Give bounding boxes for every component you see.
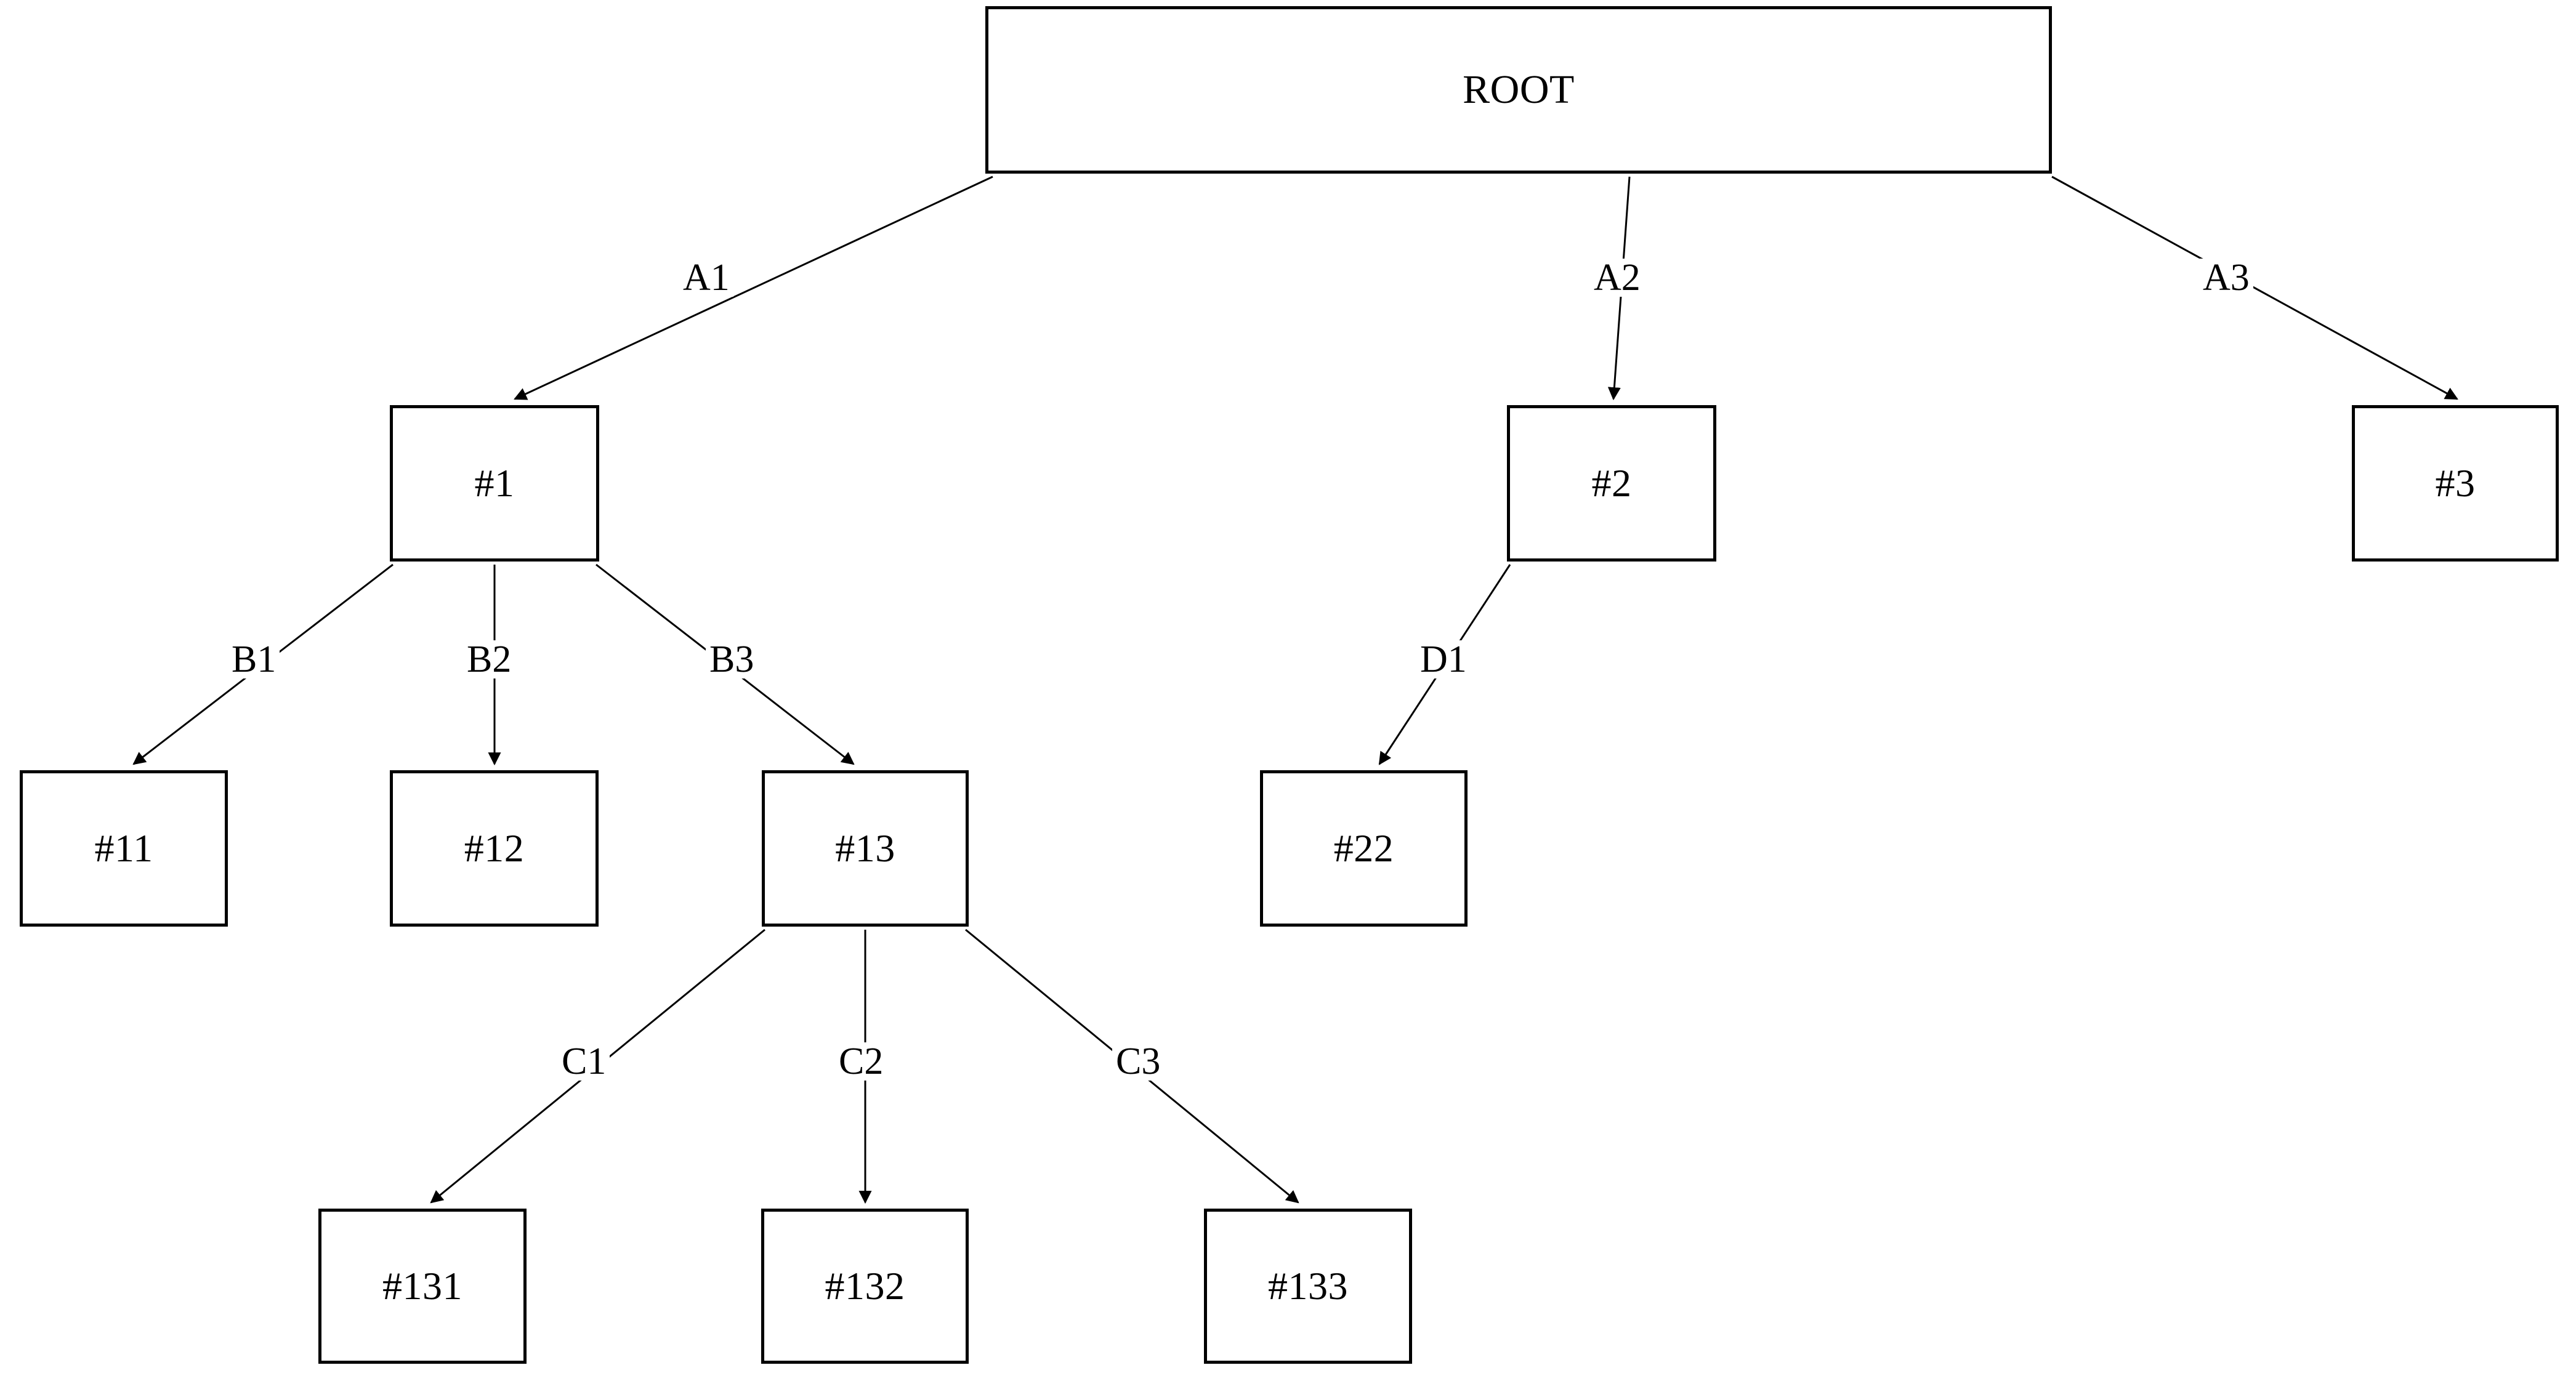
node-label: #11	[94, 826, 153, 870]
edge-label-a2: A2	[1590, 259, 1644, 297]
edge-label-d1: D1	[1416, 640, 1471, 678]
edge-lines	[132, 175, 2458, 1204]
edge-e-a3	[2051, 175, 2458, 400]
node-n13[interactable]: #13	[762, 770, 969, 927]
edge-label-c3: C3	[1112, 1042, 1165, 1081]
node-n11[interactable]: #11	[20, 770, 228, 927]
node-n12[interactable]: #12	[390, 770, 599, 927]
node-label: #12	[464, 826, 525, 870]
node-root[interactable]: ROOT	[985, 6, 2052, 174]
node-label: #133	[1268, 1264, 1348, 1308]
edge-label-b2: B2	[463, 640, 515, 678]
node-label: #3	[2435, 461, 2476, 505]
node-label: #22	[1333, 826, 1394, 870]
node-n131[interactable]: #131	[318, 1209, 527, 1364]
node-n22[interactable]: #22	[1260, 770, 1468, 927]
node-label: ROOT	[1463, 67, 1575, 112]
node-label: #1	[474, 461, 515, 505]
edge-label-c2: C2	[835, 1042, 887, 1081]
node-label: #2	[1591, 461, 1632, 505]
node-n3[interactable]: #3	[2352, 405, 2559, 562]
edge-label-a3: A3	[2199, 259, 2253, 297]
node-label: #131	[382, 1264, 462, 1308]
edge-label-a1: A1	[679, 259, 733, 297]
edge-label-b1: B1	[228, 640, 280, 678]
edge-label-b3: B3	[706, 640, 758, 678]
edge-e-a1	[514, 175, 993, 400]
node-n133[interactable]: #133	[1204, 1209, 1412, 1364]
node-label: #132	[825, 1264, 905, 1308]
node-label: #13	[835, 826, 895, 870]
node-n132[interactable]: #132	[761, 1209, 969, 1364]
node-n1[interactable]: #1	[390, 405, 599, 562]
node-n2[interactable]: #2	[1507, 405, 1716, 562]
edge-label-c1: C1	[558, 1042, 610, 1081]
